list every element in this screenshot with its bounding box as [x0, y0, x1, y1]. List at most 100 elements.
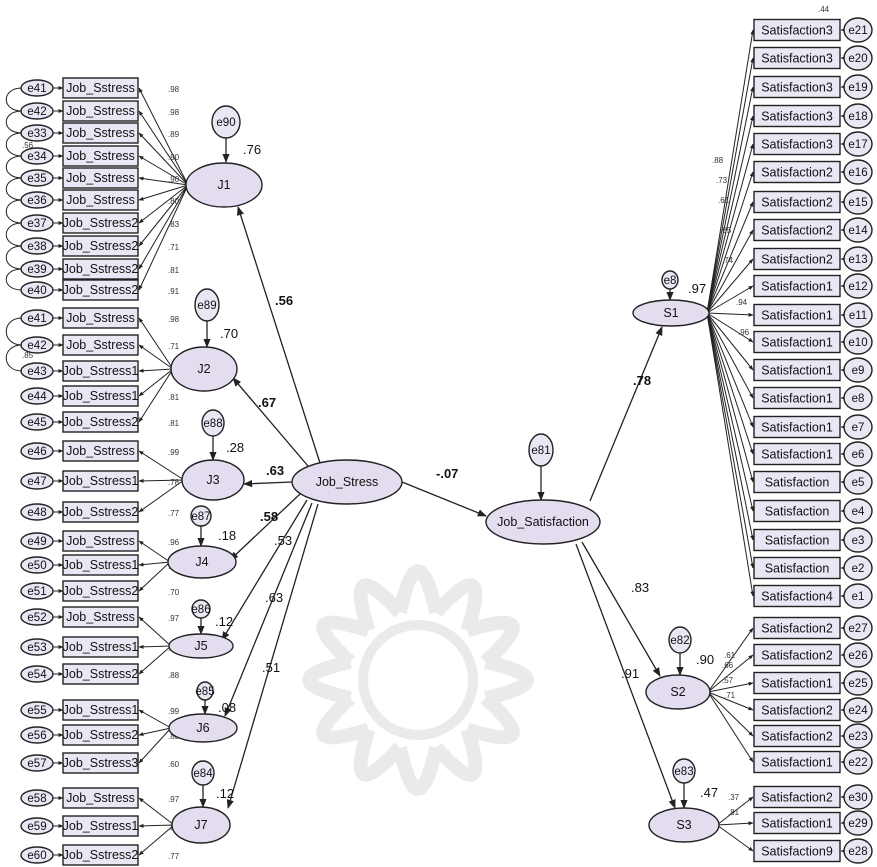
error-ellipse — [843, 697, 873, 723]
disturbance-e83: e83 — [672, 758, 696, 784]
loading-value: .80 — [168, 197, 180, 206]
error-ellipse — [843, 414, 873, 440]
error-ellipse — [843, 615, 873, 641]
right-indicator: Satisfaction1 — [753, 671, 841, 695]
indicator-label: Job_Sstress — [66, 149, 135, 163]
loading-arrow — [706, 201, 754, 314]
error-ellipse — [843, 784, 873, 810]
error-term: e56 — [20, 726, 54, 744]
indicator-box — [62, 235, 139, 257]
disturbance-e83-label: e83 — [674, 766, 693, 778]
indicator-label: Job_Sstress2 — [63, 848, 139, 862]
right-indicator: Satisfaction3 — [753, 104, 841, 128]
indicator-label: Job_Sstress — [66, 534, 135, 548]
left-indicator: Job_Sstress2 — [62, 258, 139, 280]
error-label: e44 — [27, 391, 47, 403]
loading-arrow — [706, 312, 754, 343]
loading-value: .99 — [168, 448, 180, 457]
disturbance-e86: e86 — [191, 599, 211, 619]
indicator-box — [62, 100, 139, 122]
indicator-box — [753, 499, 841, 523]
right-indicator: Satisfaction — [753, 528, 841, 552]
covariance-arc — [5, 222, 23, 247]
loading-arrow — [138, 184, 189, 270]
error-ellipse — [20, 214, 54, 232]
error-label: e17 — [848, 139, 867, 151]
indicator-box — [62, 189, 139, 211]
loading-arrow — [706, 312, 754, 428]
loading-arrow — [138, 184, 189, 201]
indicator-box — [753, 643, 841, 667]
loading-value: .65 — [720, 226, 732, 235]
right-indicator: Satisfaction1 — [753, 811, 841, 835]
path-sat-s2: .83 — [631, 580, 649, 595]
r2-s1: .97 — [688, 281, 706, 296]
latent-j7: J7 — [171, 806, 231, 844]
covariance-arc — [5, 317, 23, 346]
right-indicator: Satisfaction1 — [753, 442, 841, 466]
loading-arrow — [706, 115, 754, 314]
error-label: e9 — [852, 365, 865, 377]
error-term: e15 — [843, 189, 873, 215]
left-indicator: Job_Sstress — [62, 334, 139, 356]
left-indicator: Job_Sstress2 — [62, 724, 139, 746]
latent-j5: J5 — [168, 633, 234, 659]
latent-j5-label: J5 — [194, 639, 207, 653]
watermark-petal — [465, 692, 520, 745]
right-indicator: Satisfaction3 — [753, 18, 841, 42]
indicator-label: Job_Sstress — [66, 81, 135, 95]
loading-arrow — [138, 87, 189, 186]
error-term: e42 — [20, 336, 54, 354]
error-term: e45 — [20, 413, 54, 431]
error-ellipse — [20, 124, 54, 142]
edges-layer — [5, 28, 846, 857]
right-indicator: Satisfaction2 — [753, 785, 841, 809]
left-indicator: Job_Sstress — [62, 530, 139, 552]
loading-arrow — [706, 29, 755, 314]
right-indicator: Satisfaction1 — [753, 386, 841, 410]
loading-value: .77 — [168, 852, 180, 861]
error-term: e5 — [843, 469, 873, 495]
indicator-label: Job_Sstress1 — [63, 819, 139, 833]
error-ellipse — [20, 260, 54, 278]
right-indicator: Satisfaction2 — [753, 247, 841, 271]
indicator-box — [753, 104, 841, 128]
error-term: e37 — [20, 214, 54, 232]
loading-arrow — [138, 184, 189, 224]
error-label: e42 — [27, 340, 46, 352]
error-label: e4 — [852, 506, 865, 518]
error-term: e29 — [843, 810, 873, 836]
error-ellipse — [843, 469, 873, 495]
loading-value: .98 — [168, 108, 180, 117]
loading-arrow — [138, 727, 172, 736]
indicator-label: Satisfaction1 — [761, 448, 833, 462]
indicator-label: Satisfaction1 — [761, 280, 833, 294]
error-ellipse — [20, 79, 54, 97]
indicator-box — [62, 212, 139, 234]
indicator-label: Satisfaction9 — [761, 845, 833, 859]
r2-j7: .12 — [216, 786, 234, 801]
loading-arrow — [138, 709, 172, 729]
indicator-box — [62, 663, 139, 685]
indicator-label: Satisfaction1 — [761, 309, 833, 323]
error-label: e45 — [27, 417, 46, 429]
loading-arrow — [706, 312, 755, 541]
r2-j1: .76 — [243, 142, 261, 157]
indicator-box — [753, 616, 841, 640]
disturbance-e81: e81 — [528, 433, 554, 467]
error-term: e12 — [843, 273, 873, 299]
error-ellipse — [20, 442, 54, 460]
error-term: e46 — [20, 442, 54, 460]
error-ellipse — [20, 237, 54, 255]
latent-s3: S3 — [648, 807, 720, 843]
indicator-box — [62, 167, 139, 189]
error-term: e25 — [843, 670, 873, 696]
loading-arrow — [706, 57, 755, 314]
latent-s1: S1 — [632, 299, 710, 327]
loading-arrow — [706, 312, 754, 371]
disturbance-e87-label: e87 — [191, 511, 210, 523]
loading-arrow — [138, 176, 189, 186]
indicator-box — [62, 440, 139, 462]
left-indicator: Job_Sstress1 — [62, 815, 139, 837]
indicator-box — [62, 752, 139, 774]
